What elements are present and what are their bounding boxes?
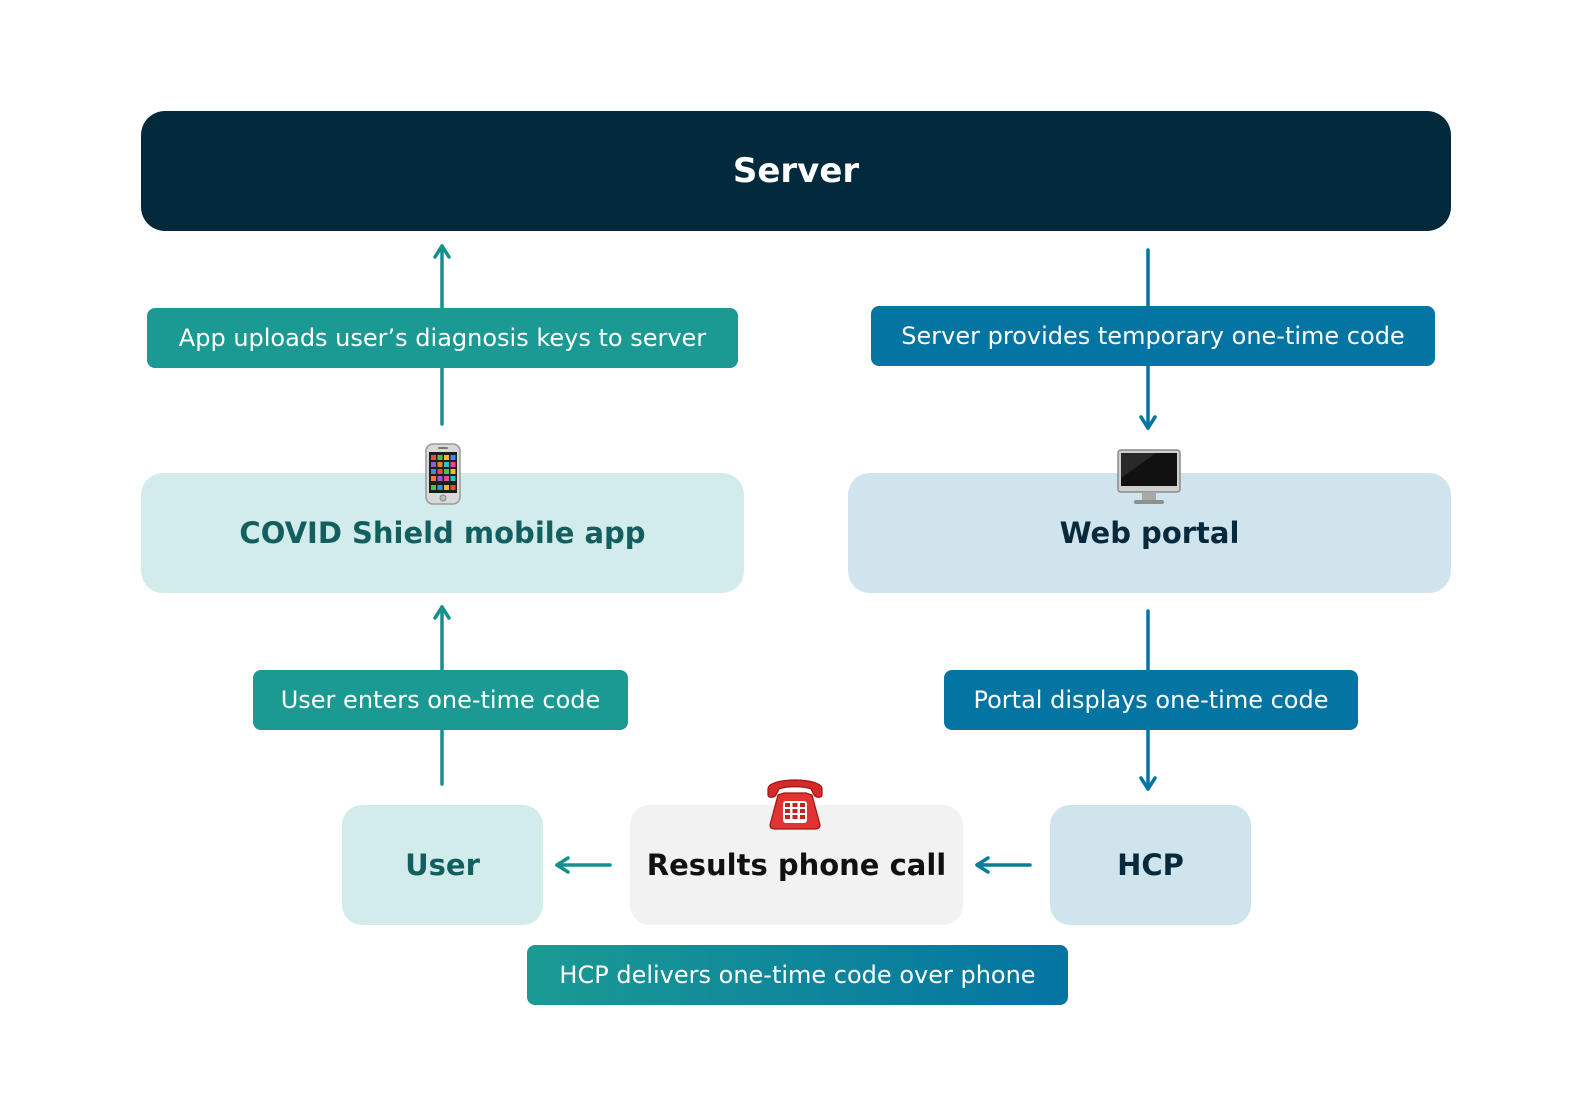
server-node: Server <box>141 111 1451 231</box>
user-label: User <box>405 848 480 882</box>
edge-label-hcp-to-user-text: HCP delivers one-time code over phone <box>559 961 1036 989</box>
hcp-label: HCP <box>1117 848 1184 882</box>
web-portal-label: Web portal <box>1059 516 1240 550</box>
edge-label-server-to-portal: Server provides temporary one-time code <box>871 306 1435 366</box>
edge-label-app-to-server-text: App uploads user’s diagnosis keys to ser… <box>178 324 707 352</box>
arrow-call-to-user <box>555 856 612 874</box>
edge-label-portal-to-hcp: Portal displays one-time code <box>944 670 1358 730</box>
user-node: User <box>342 805 543 925</box>
edge-label-hcp-to-user: HCP delivers one-time code over phone <box>527 945 1068 1005</box>
mobile-phone-icon <box>424 443 462 505</box>
edge-label-portal-to-hcp-text: Portal displays one-time code <box>973 686 1329 714</box>
web-portal-node: Web portal <box>848 473 1451 593</box>
server-label: Server <box>732 151 860 191</box>
arrow-hcp-to-call <box>975 856 1032 874</box>
hcp-node: HCP <box>1050 805 1251 925</box>
edge-label-app-to-server: App uploads user’s diagnosis keys to ser… <box>147 308 738 368</box>
desktop-computer-icon <box>1116 448 1182 506</box>
mobile-app-label: COVID Shield mobile app <box>239 516 646 550</box>
results-call-label: Results phone call <box>646 848 947 882</box>
edge-label-user-to-app-text: User enters one-time code <box>280 686 601 714</box>
edge-label-user-to-app: User enters one-time code <box>253 670 628 730</box>
telephone-icon <box>764 771 826 831</box>
edge-label-server-to-portal-text: Server provides temporary one-time code <box>901 322 1405 350</box>
